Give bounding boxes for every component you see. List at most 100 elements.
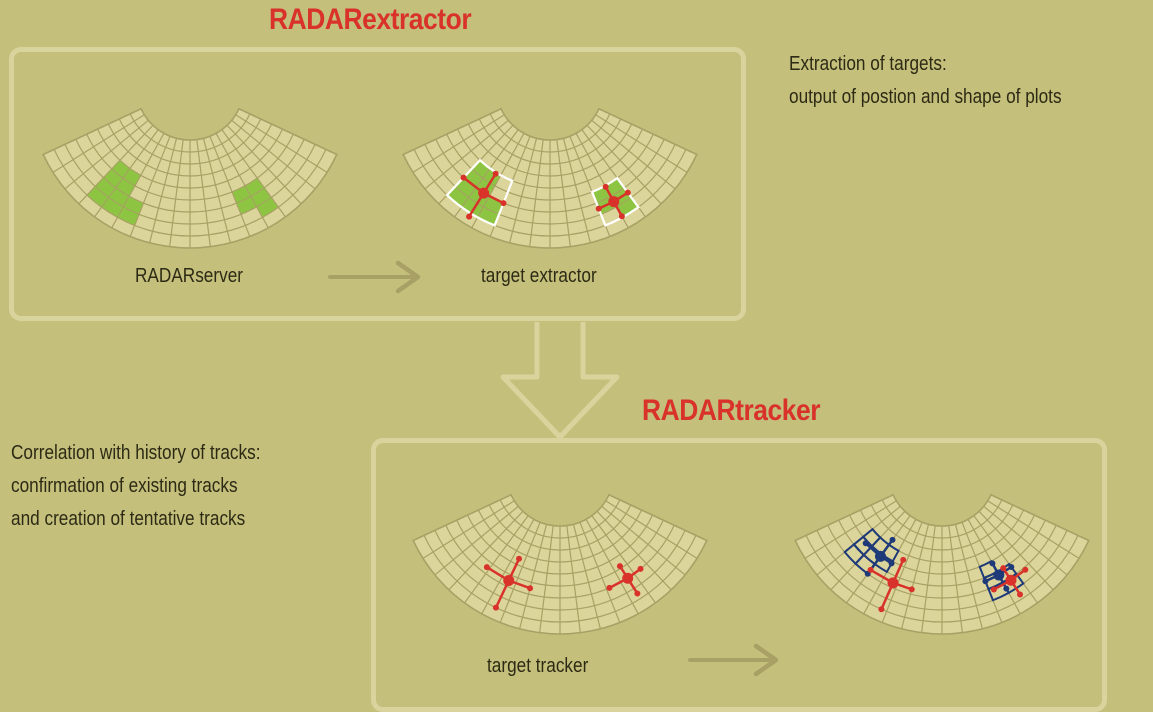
marker-endpoint <box>624 189 631 196</box>
marker-endpoint <box>900 556 907 563</box>
radar-sector-outline <box>412 493 708 635</box>
marker-endpoint <box>867 566 874 573</box>
target-marker <box>460 170 507 220</box>
radar-fan-tracker <box>412 493 708 635</box>
marker-endpoint <box>637 565 644 572</box>
marker-center <box>887 577 899 589</box>
azimuth-line <box>572 524 601 630</box>
azimuth-line <box>585 518 639 615</box>
extraction-description: Extraction of targets: output of postion… <box>789 48 1062 114</box>
marker-endpoint <box>862 540 869 547</box>
azimuth-line <box>499 521 541 623</box>
arrow-head <box>395 260 421 294</box>
radar-sector-outline <box>794 493 1090 635</box>
marker-endpoint <box>616 563 623 570</box>
plot-cell <box>86 185 110 208</box>
radar-fan-correlated <box>794 493 1090 635</box>
azimuth-line <box>149 138 178 244</box>
marker-endpoint <box>1000 565 1007 572</box>
marker-endpoint <box>1022 566 1029 573</box>
target-extractor-label: target extractor <box>481 265 597 287</box>
radar-fan-server <box>42 107 338 249</box>
azimuth-line <box>566 525 581 633</box>
azimuth-line <box>464 515 529 604</box>
radar-sector-outline <box>402 107 698 249</box>
target-marker <box>990 565 1029 598</box>
marker-endpoint <box>990 586 997 593</box>
azimuth-line <box>562 138 591 244</box>
azimuth-line <box>954 524 983 630</box>
azimuth-line <box>881 521 923 623</box>
marker-endpoint <box>1003 585 1010 592</box>
marker-center <box>874 550 886 562</box>
track-cell-outline <box>987 580 1011 602</box>
azimuth-line <box>539 525 554 633</box>
marker-endpoint <box>460 174 467 181</box>
extraction-description-line: output of postion and shape of plots <box>789 86 1062 108</box>
marker-endpoint <box>908 586 915 593</box>
marker-endpoint <box>492 604 499 611</box>
azimuth-line <box>591 119 676 190</box>
marker-endpoint <box>602 183 609 190</box>
marker-center <box>622 572 634 584</box>
azimuth-line <box>978 510 1054 591</box>
marker-endpoint <box>1008 564 1015 571</box>
azimuth-line <box>434 505 519 576</box>
marker-endpoint <box>483 564 490 571</box>
azimuth-line <box>987 500 1080 559</box>
marker-endpoint <box>618 213 625 220</box>
plot-cell <box>255 196 280 219</box>
azimuth-line <box>424 119 509 190</box>
flow-down-arrow <box>500 322 620 440</box>
azimuth-line <box>595 114 688 173</box>
azimuth-line <box>591 515 656 604</box>
azimuth-line <box>202 138 231 244</box>
azimuth-line <box>556 139 571 247</box>
track-marker <box>982 560 1015 592</box>
target-marker <box>595 183 631 220</box>
radar-fan-extractor <box>402 107 698 249</box>
azimuth-line <box>412 114 505 173</box>
tracker-title: RADARtracker <box>642 394 821 427</box>
marker-center <box>1005 574 1017 586</box>
azimuth-line <box>586 124 662 205</box>
correlation-description: Correlation with history of tracks: conf… <box>11 437 260 536</box>
extraction-description-line: Extraction of targets: <box>789 53 947 75</box>
azimuth-line <box>605 500 698 559</box>
marker-endpoint <box>500 200 507 207</box>
azimuth-line <box>596 510 672 591</box>
azimuth-line <box>64 119 149 190</box>
plot-cell <box>100 196 125 219</box>
arrow-right-icon <box>688 643 779 677</box>
target-marker <box>483 555 534 611</box>
azimuth-line <box>921 525 936 633</box>
correlation-description-line: confirmation of existing tracks <box>11 475 238 497</box>
azimuth-line <box>509 138 538 244</box>
arrow-right-icon <box>328 260 421 294</box>
extractor-panel <box>9 47 746 321</box>
marker-center <box>608 196 620 208</box>
marker-endpoint <box>527 585 534 592</box>
arrow-head <box>753 643 779 677</box>
marker-endpoint <box>989 560 996 567</box>
correlation-description-line: Correlation with history of tracks: <box>11 442 261 464</box>
marker-center <box>478 187 490 199</box>
azimuth-line <box>448 510 524 591</box>
azimuth-line <box>209 135 251 237</box>
azimuth-line <box>169 139 184 247</box>
target-tracker-label: target tracker <box>487 655 589 677</box>
radar-server-label: RADARserver <box>135 265 243 287</box>
azimuth-line <box>226 124 302 205</box>
azimuth-line <box>422 500 515 559</box>
azimuth-line <box>983 505 1068 576</box>
marker-endpoint <box>888 560 895 567</box>
azimuth-line <box>579 521 621 623</box>
azimuth-line <box>529 139 544 247</box>
azimuth-line <box>481 518 535 615</box>
plot-cell <box>235 195 258 215</box>
marker-endpoint <box>878 606 885 613</box>
target-marker <box>606 563 644 597</box>
azimuth-line <box>519 524 548 630</box>
extractor-title: RADARextractor <box>269 3 472 36</box>
plot-outline <box>590 176 640 227</box>
